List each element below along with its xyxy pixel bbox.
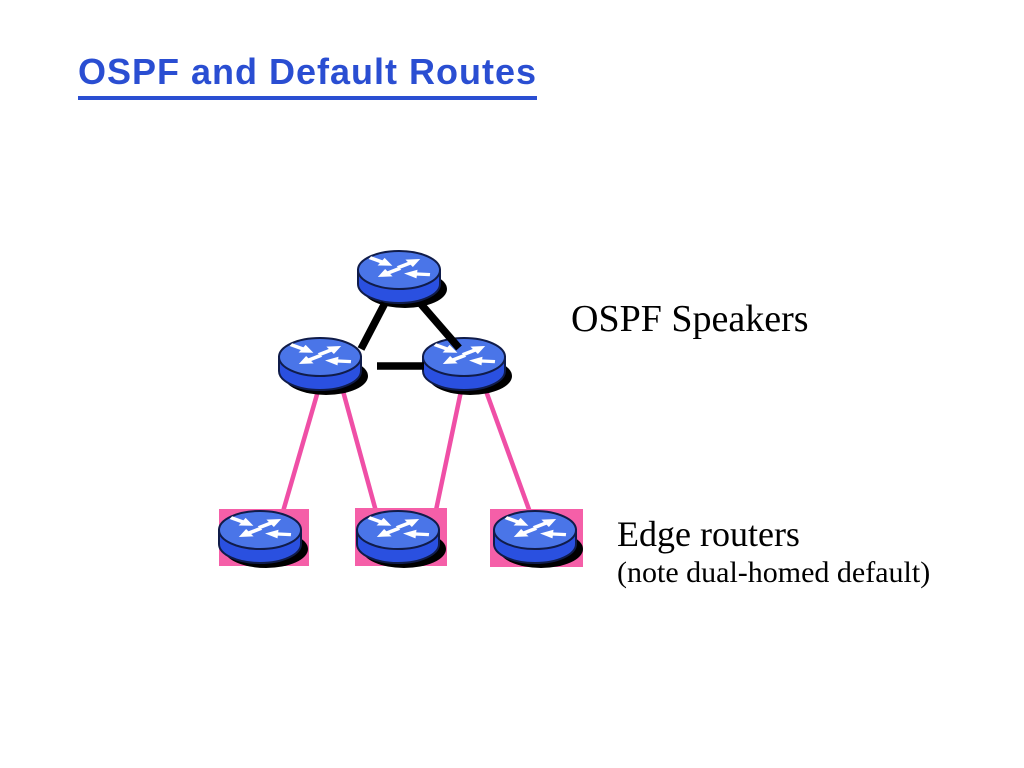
ospf-router-left bbox=[279, 338, 368, 395]
ospf-links bbox=[357, 300, 462, 370]
label-ospf-speakers: OSPF Speakers bbox=[571, 298, 809, 340]
ospf-link-top-left bbox=[357, 301, 389, 351]
edge-router-3 bbox=[494, 511, 583, 568]
edge-link-left-to-edge1 bbox=[279, 390, 321, 516]
edge-router-1 bbox=[219, 511, 308, 568]
edge-links bbox=[279, 390, 534, 516]
edge-router-icons bbox=[219, 511, 583, 568]
edge-link-left-to-edge2 bbox=[340, 390, 380, 516]
label-edge-routers-block: Edge routers (note dual-homed default) bbox=[617, 514, 930, 590]
edge-link-right-to-edge2 bbox=[432, 390, 464, 516]
ospf-router-right bbox=[423, 338, 512, 395]
label-edge-routers: Edge routers bbox=[617, 514, 800, 554]
edge-link-right-to-edge3 bbox=[483, 390, 534, 516]
label-edge-routers-note: (note dual-homed default) bbox=[617, 556, 931, 589]
edge-router-2 bbox=[357, 511, 446, 568]
ospf-link-top-right bbox=[417, 300, 462, 351]
ospf-router-top bbox=[358, 251, 447, 308]
slide-title: OSPF and Default Routes bbox=[78, 52, 538, 100]
ospf-router-icons bbox=[279, 251, 512, 395]
